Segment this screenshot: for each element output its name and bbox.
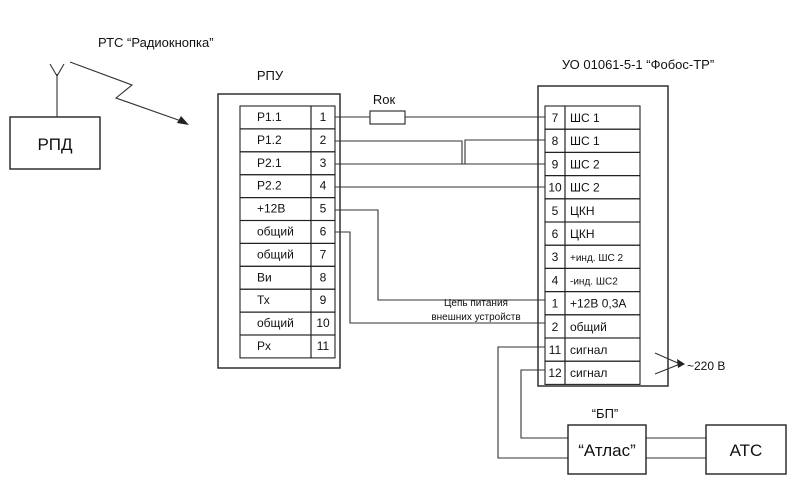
rpu-row: Р2.1 3 bbox=[239, 151, 336, 176]
rpu-terminal-rows: Р1.1 1Р1.2 2Р2.1 3Р2.2 4 +12В 5 общий 6 общий 7Ви 8… bbox=[239, 105, 336, 359]
rpd-box bbox=[9, 116, 101, 170]
uo-terminal-number: 2 bbox=[552, 320, 559, 334]
rpu-terminal-name: общий bbox=[257, 247, 294, 261]
rpu-row: общий 10 bbox=[239, 311, 336, 336]
uo-row: 2 общий bbox=[544, 314, 641, 339]
rpu-terminal-number: 11 bbox=[317, 339, 330, 353]
uo-row: 4 -инд. ШС2 bbox=[544, 267, 641, 293]
rpu-row: общий 6 bbox=[239, 219, 336, 244]
rpu-box bbox=[217, 93, 341, 369]
rpu-terminal-number: 4 bbox=[320, 179, 327, 193]
rpu-terminal-name: общий bbox=[257, 225, 294, 239]
uo-terminal-number: 3 bbox=[552, 250, 559, 264]
uo-terminal-name: сигнал bbox=[570, 343, 607, 357]
uo-title: УО 01061-5-1 “Фобос-ТР” bbox=[562, 57, 714, 72]
uo-terminal-name: ЦКН bbox=[570, 204, 595, 218]
ats-box bbox=[705, 424, 787, 475]
rpu-name-cell bbox=[239, 334, 312, 359]
rpu-row: Ви 8 bbox=[239, 265, 336, 290]
uo-terminal-name: общий bbox=[570, 320, 607, 334]
uo-terminal-name: -инд. ШС2 bbox=[570, 276, 618, 287]
rpu-row: Рх 11 bbox=[239, 334, 336, 359]
rpu-terminal-number: 1 bbox=[320, 110, 327, 124]
rpu-terminal-number: 6 bbox=[320, 225, 327, 239]
uo-terminal-number: 1 bbox=[552, 297, 559, 311]
uo-terminal-name: +12В 0,3А bbox=[570, 297, 626, 311]
uo-row: 6 ЦКН bbox=[544, 221, 641, 246]
rpu-row: Р1.1 1 bbox=[239, 105, 336, 130]
rpu-row: Тх 9 bbox=[239, 288, 336, 313]
uo-row: 1 +12В 0,3А bbox=[544, 291, 641, 316]
rpu-terminal-number: 8 bbox=[320, 270, 327, 284]
rpu-terminal-number: 5 bbox=[320, 202, 327, 216]
uo-terminal-name: +инд. ШС 2 bbox=[570, 253, 624, 264]
rts-label: РТС “Радиокнопка” bbox=[98, 35, 214, 50]
resistor-label: Rок bbox=[373, 92, 396, 107]
uo-terminal-name: ШС 1 bbox=[570, 111, 600, 125]
rpu-terminal-name: Р2.2 bbox=[257, 179, 282, 193]
mains-label: ~220 В bbox=[687, 359, 725, 373]
rpd-label: РПД bbox=[37, 135, 73, 154]
uo-row: 5 ЦКН bbox=[544, 198, 641, 223]
rpu-terminal-number: 7 bbox=[320, 247, 327, 261]
rpu-row: общий 7 bbox=[239, 242, 336, 267]
uo-terminal-number: 9 bbox=[552, 157, 559, 171]
rpu-terminal-name: Р1.1 bbox=[257, 110, 282, 124]
uo-terminal-name: ШС 1 bbox=[570, 134, 600, 148]
rpu-terminal-name: общий bbox=[257, 316, 294, 330]
uo-terminal-number: 12 bbox=[548, 366, 562, 380]
uo-terminal-number: 10 bbox=[548, 181, 562, 195]
rpu-terminal-name: Рх bbox=[257, 339, 271, 353]
rpu-terminal-number: 9 bbox=[320, 293, 327, 307]
ats-label: АТС bbox=[730, 441, 763, 460]
rpd-block: РПД bbox=[9, 116, 101, 170]
uo-row: 12 сигнал bbox=[544, 360, 641, 385]
uo-row: 11 сигнал bbox=[544, 337, 641, 362]
uo-row: 10 ШС 2 bbox=[544, 175, 641, 200]
uo-terminal-name: сигнал bbox=[570, 366, 607, 380]
rpu-name-cell bbox=[239, 288, 312, 313]
rpu-row: Р1.2 2 bbox=[239, 128, 336, 153]
uo-row: 8 ШС 1 bbox=[544, 128, 641, 153]
rpu-row: Р2.2 4 bbox=[239, 174, 336, 199]
rpu-terminal-name: Р1.2 bbox=[257, 133, 282, 147]
uo-terminal-number: 7 bbox=[552, 111, 559, 125]
rpu-terminal-name: Ви bbox=[257, 270, 272, 284]
uo-row: 9 ШС 2 bbox=[544, 151, 641, 177]
uo-terminal-number: 11 bbox=[549, 343, 562, 357]
rpu-terminal-name: Р2.1 bbox=[257, 156, 282, 170]
atlas-box bbox=[567, 424, 647, 475]
rpu-row: +12В 5 bbox=[239, 197, 336, 222]
power-note-line2: внешних устройств bbox=[431, 312, 520, 323]
rpu-name-cell bbox=[239, 265, 312, 290]
uo-terminal-number: 4 bbox=[552, 273, 559, 287]
rpu-terminal-number: 3 bbox=[320, 156, 327, 170]
rpu-terminal-name: Тх bbox=[257, 293, 270, 307]
power-note-line1: Цепь питания bbox=[444, 298, 508, 309]
wires bbox=[335, 116, 706, 459]
uo-terminal-number: 8 bbox=[552, 134, 559, 148]
uo-terminal-name: ШС 2 bbox=[570, 157, 600, 171]
uo-box bbox=[537, 85, 669, 387]
rpu-terminal-number: 2 bbox=[320, 133, 327, 147]
uo-name-cell bbox=[564, 360, 641, 385]
resistor-icon bbox=[369, 110, 406, 125]
uo-terminal-name: ЦКН bbox=[570, 227, 595, 241]
uo-terminal-number: 6 bbox=[552, 227, 559, 241]
rpu-terminal-number: 10 bbox=[316, 316, 330, 330]
rpu-terminal-name: +12В bbox=[257, 202, 285, 216]
rpu-title: РПУ bbox=[257, 68, 284, 83]
uo-terminal-name: ШС 2 bbox=[570, 181, 600, 195]
uo-row: 3 +инд. ШС 2 bbox=[544, 244, 641, 269]
uo-terminal-number: 5 bbox=[552, 204, 559, 218]
radio-link-icon bbox=[69, 61, 189, 125]
atlas-label: “Атлас” bbox=[578, 441, 636, 460]
antenna-icon bbox=[49, 63, 65, 117]
uo-row: 7 ШС 1 bbox=[544, 105, 641, 130]
bp-caption: “БП” bbox=[592, 406, 619, 421]
rpu-num-cell bbox=[310, 334, 336, 359]
